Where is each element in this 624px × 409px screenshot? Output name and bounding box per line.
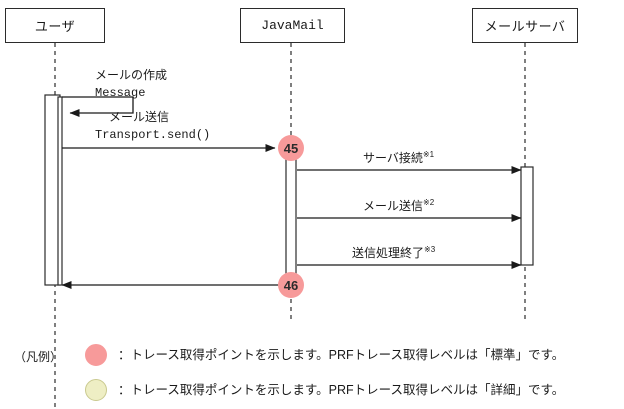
legend-caption: （凡例）: [14, 350, 63, 364]
message-label-send-complete: 送信処理終了※3: [352, 245, 435, 261]
message-label-transport-send-secondary-wrap: Transport.send(): [95, 128, 210, 143]
trace-marker-45-number: 45: [283, 140, 299, 156]
participant-label-mailserver: メールサーバ: [484, 19, 566, 34]
message-label-transport-send-secondary: Transport.send(): [95, 128, 211, 142]
message-label-transport-send: メール送信: [109, 110, 169, 125]
participant-box-user: ユーザ: [5, 8, 105, 43]
message-label-create-mail: メールの作成: [95, 68, 167, 83]
legend-dot-detail: [85, 379, 107, 401]
message-label-create-mail-secondary-wrap: Message: [95, 86, 145, 101]
message-label-send-complete-primary: 送信処理終了: [352, 246, 425, 260]
legend-text-detail: ：トレース取得ポイントを示します。PRFトレース取得レベルは「詳細」です。: [118, 383, 565, 397]
message-label-send-mail: メール送信※2: [363, 198, 434, 214]
activation-bar-javamail: [285, 147, 297, 286]
activation-bars: [44, 94, 534, 286]
message-note-send-complete: ※3: [424, 245, 436, 254]
message-label-send-mail-primary: メール送信: [363, 199, 424, 213]
trace-marker-45[interactable]: 45: [278, 135, 304, 161]
message-label-server-connect-primary: サーバ接続: [363, 151, 423, 165]
message-note-server-connect: ※1: [422, 150, 435, 159]
trace-marker-46[interactable]: 46: [278, 272, 304, 298]
participant-box-mailserver: メールサーバ: [472, 8, 578, 43]
participant-box-javamail: JavaMail: [240, 8, 345, 43]
message-label-server-connect: サーバ接続※1: [363, 150, 434, 166]
legend-dot-standard: [85, 344, 107, 366]
message-arrow-self-create-mail: [62, 96, 134, 117]
activation-bar-mailserver: [520, 166, 534, 266]
trace-marker-46-number: 46: [283, 277, 299, 293]
activation-bar-user-inner: [57, 96, 63, 286]
message-label-create-mail-primary: メールの作成: [95, 68, 168, 82]
message-label-create-mail-secondary: Message: [95, 86, 146, 100]
participant-label-user: ユーザ: [34, 19, 76, 34]
message-note-send-mail: ※2: [423, 198, 435, 207]
message-label-transport-send-primary: メール送信: [109, 110, 170, 124]
participant-label-javamail: JavaMail: [261, 18, 324, 33]
legend-text-standard: ：トレース取得ポイントを示します。PRFトレース取得レベルは「標準」です。: [118, 348, 565, 362]
